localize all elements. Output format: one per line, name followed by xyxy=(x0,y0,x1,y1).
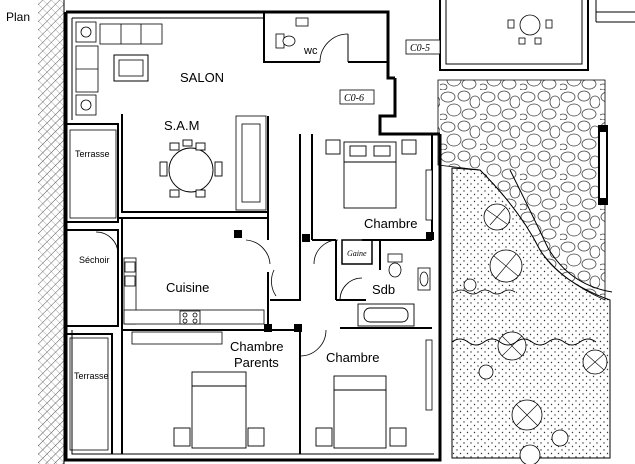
gaine-box xyxy=(341,239,373,265)
plan-label: Plan xyxy=(6,10,30,24)
terrasse-top-label: Terrasse xyxy=(75,149,110,159)
shrub-hatching xyxy=(486,207,605,427)
chambre-parents-label-1: Chambre xyxy=(230,339,283,354)
sdb-toilet xyxy=(387,253,403,278)
sechoir-label: Séchoir xyxy=(79,255,110,265)
outer-walls xyxy=(64,10,442,462)
cuisine-label: Cuisine xyxy=(166,280,209,295)
sam-label: S.A.M xyxy=(164,118,199,133)
armchair-icons xyxy=(75,21,97,116)
wardrobe-right xyxy=(425,169,433,221)
sink-icon xyxy=(124,261,136,287)
terrasse-bottom-label: Terrasse xyxy=(74,371,109,381)
bed-bottom xyxy=(315,375,407,449)
dining-table xyxy=(159,139,223,198)
bed-parents xyxy=(173,371,265,449)
wall-posts xyxy=(234,230,434,332)
tag-c05-box xyxy=(405,39,441,55)
chambre-right-door xyxy=(313,239,339,265)
salon-label: SALON xyxy=(180,70,224,85)
lawn-area xyxy=(451,167,611,459)
chambre-right-walls xyxy=(311,134,433,241)
corridor-walls xyxy=(268,134,301,454)
sdb-walls xyxy=(335,240,432,329)
sofa-left xyxy=(75,45,99,93)
wc-room xyxy=(263,12,388,63)
wardrobe-bottom xyxy=(425,339,433,411)
terrasse-bottom-rail xyxy=(69,337,109,451)
hedge-line-2 xyxy=(454,289,516,295)
wardrobe-parents xyxy=(131,331,223,345)
kitchen-door-swing xyxy=(95,231,119,255)
chambre-right-label: Chambre xyxy=(364,216,417,231)
sofa-top xyxy=(99,23,163,45)
lawn-curve-inner xyxy=(509,169,613,293)
wc-label: wc xyxy=(303,45,318,57)
wc-door-swing xyxy=(319,33,349,63)
neighbor-room xyxy=(439,0,589,71)
tag-c06: C0-6 xyxy=(344,93,364,104)
bathtub xyxy=(357,303,415,327)
boundary-wall-hatch-cross xyxy=(38,0,64,464)
coffee-table xyxy=(113,54,149,82)
chambre-parents-label-2: Parents xyxy=(234,355,279,370)
right-window-inner xyxy=(600,132,606,198)
sdb-door xyxy=(339,277,363,301)
tag-c05: C0-5 xyxy=(410,43,430,54)
gaine-label: Gaine xyxy=(347,249,367,258)
sam-wall xyxy=(121,114,268,213)
chambre-parents-door xyxy=(299,329,327,357)
toilet-icon xyxy=(275,33,296,49)
terrasse-top-walls xyxy=(66,123,119,223)
sdb-sink xyxy=(417,267,431,291)
wc-sink xyxy=(295,17,309,27)
terrasse-bottom-walls xyxy=(66,333,113,454)
stove-icon xyxy=(179,310,201,325)
sechoir-walls xyxy=(66,229,119,327)
outer-walls-inner xyxy=(71,17,434,455)
hedge-line xyxy=(451,338,597,346)
terrasse-top-rail xyxy=(69,129,117,219)
tag-c06-box xyxy=(339,89,375,105)
neighbor-table xyxy=(507,14,553,45)
buffet xyxy=(235,115,267,211)
bed-right xyxy=(325,139,417,209)
chambre-bottom-label: Chambre xyxy=(326,350,379,365)
coffee-table-inner xyxy=(118,59,144,77)
hall-door-swing xyxy=(271,269,277,297)
sdb-label: Sdb xyxy=(372,282,395,297)
neighbor-room-inner xyxy=(445,0,583,65)
kitchen-door-swing-2 xyxy=(245,239,271,265)
